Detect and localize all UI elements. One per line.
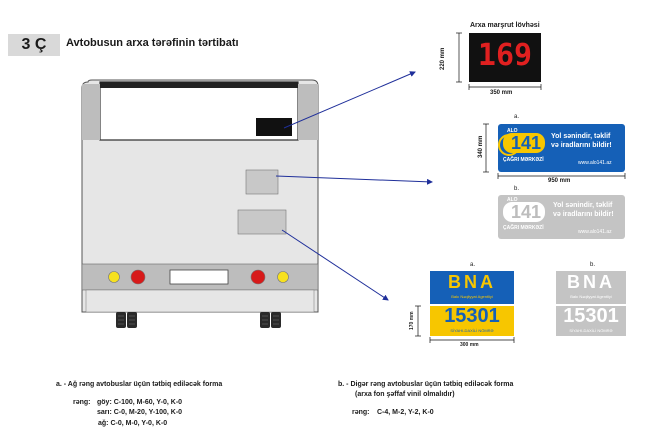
route-sign-board [469,33,541,82]
bus-bna-panel [237,209,287,235]
fleet-number-b: 15301 [563,305,619,327]
hotline-alo-b: ALO [507,197,518,203]
arrow-hotline [275,175,433,185]
hotline-width: 950 mm [548,178,571,184]
note-a-row-1: göy: C-100, M-60, Y-0, K-0 [97,399,183,406]
page-title: Avtobusun arxa tərəfinin tərtibatı [66,37,239,49]
bus-body [81,79,319,328]
hotline-height: 340 mm [478,135,484,158]
note-b-subheading: (arxa fon şəffaf vinil olmalıdır) [355,391,455,398]
left-brake-light [130,269,146,285]
bna-agency-b: Bakı Nəqliyyat Agentliyi [570,294,612,299]
bna-height: 170 mm [409,311,415,330]
hotline-variant-a-label: a. [514,114,520,120]
license-plate [169,269,229,285]
note-a-row-2: sarı: C-0, M-20, Y-100, K-0 [97,409,183,416]
fleet-caption-a: SİYAHI-DAXİLİ NÖMRƏ [450,328,494,333]
hotline-center-a: ÇAĞRI MƏRKƏZİ [503,157,544,163]
bna-logo-b: BNA [567,272,615,292]
note-b-heading: b. - Digər rəng avtobuslar üçün tətbiq e… [338,381,514,388]
note-b-label: rəng: [352,409,370,416]
bus-route-sign [256,118,292,136]
note-a-label: rəng: [73,399,91,406]
arrow-route-sign [283,71,416,129]
fleet-number-panel-a [430,306,514,336]
bna-logo-panel-b [556,271,626,304]
hotline-slogan-b-1: Yol sənindir, təklif [553,202,613,209]
bna-logo-panel-a [430,271,514,304]
hotline-alo-a: ALO [507,128,518,134]
hotline-slogan-a-2: və iradlarını bildir! [551,142,612,149]
hotline-variant-b-label: b. [514,186,520,192]
hotline-site-a: www.alo141.az [578,160,612,166]
note-a-row-3: ağ: C-0, M-0, Y-0, K-0 [98,420,168,427]
fleet-number-a: 15301 [444,305,500,327]
left-indicator-light [108,271,120,283]
bna-width: 300 mm [460,342,479,348]
route-number: 169 [477,38,533,73]
hotline-number-a: 141 [510,133,542,153]
hotline-site-b: www.alo141.az [578,229,612,235]
bna-agency-a: Bakı Nəqliyyat Agentliyi [451,294,493,299]
bna-logo-a: BNA [448,272,496,292]
route-sign-height: 220 mm [440,47,446,70]
fleet-number-panel-b [556,306,626,336]
section-code: 3 Ç [8,34,60,56]
rear-wheels [116,312,281,328]
hotline-number-b: 141 [510,202,542,222]
note-a-heading: a. - Ağ rəng avtobuslar üçün tətbiq edil… [56,381,223,388]
hotline-slogan-b-2: və iradlarını bildir! [553,211,614,218]
hotline-center-b: ÇAĞRI MƏRKƏZİ [503,225,544,231]
route-sign-width: 350 mm [490,90,513,96]
bna-variant-b-label: b. [590,262,596,268]
bna-variant-a-label: a. [470,262,476,268]
fleet-caption-b: SİYAHI-DAXİLİ NÖMRƏ [569,328,613,333]
route-sign-label: Arxa marşrut lövhəsi [470,22,540,29]
right-indicator-light [277,271,289,283]
right-brake-light [250,269,266,285]
arrow-bna [281,229,389,301]
bus-hotline-panel [245,169,279,195]
note-b-value: C-4, M-2, Y-2, K-0 [377,409,434,416]
hotline-slogan-a-1: Yol sənindir, təklif [551,133,611,140]
